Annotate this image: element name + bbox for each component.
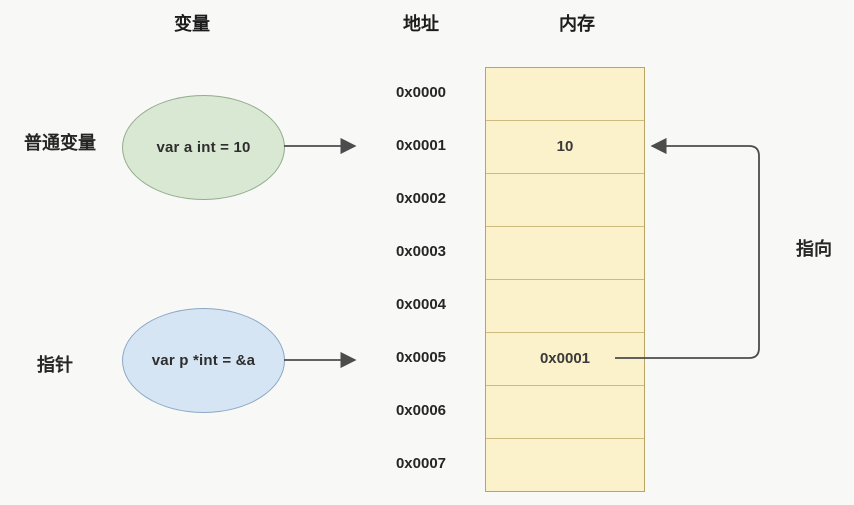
memory-cell-3 [486, 227, 644, 280]
address-label-6: 0x0006 [395, 402, 447, 419]
memory-cell-7 [486, 439, 644, 491]
memory-cell-0 [486, 68, 644, 121]
pointer-node: var p *int = &a [122, 308, 285, 413]
memory-cell-2 [486, 174, 644, 227]
variable-node-text: var a int = 10 [156, 139, 251, 156]
memory-cell-5: 0x0001 [486, 333, 644, 386]
address-label-2: 0x0002 [395, 190, 447, 207]
label-points-to: 指向 [796, 239, 832, 259]
memory-cell-4 [486, 280, 644, 333]
column-header-address: 地址 [403, 14, 439, 34]
memory-cell-6 [486, 386, 644, 439]
memory-table: 10 0x0001 [485, 67, 645, 492]
pointer-node-text: var p *int = &a [151, 352, 256, 369]
address-label-0: 0x0000 [395, 84, 447, 101]
column-header-memory: 内存 [559, 14, 595, 34]
address-label-3: 0x0003 [395, 243, 447, 260]
address-label-1: 0x0001 [395, 137, 447, 154]
variable-node: var a int = 10 [122, 95, 285, 200]
address-label-7: 0x0007 [395, 455, 447, 472]
address-label-4: 0x0004 [395, 296, 447, 313]
memory-cell-1: 10 [486, 121, 644, 174]
label-pointer: 指针 [37, 355, 73, 375]
column-header-variables: 变量 [174, 14, 210, 34]
label-normal-variable: 普通变量 [24, 133, 96, 153]
address-label-5: 0x0005 [395, 349, 447, 366]
